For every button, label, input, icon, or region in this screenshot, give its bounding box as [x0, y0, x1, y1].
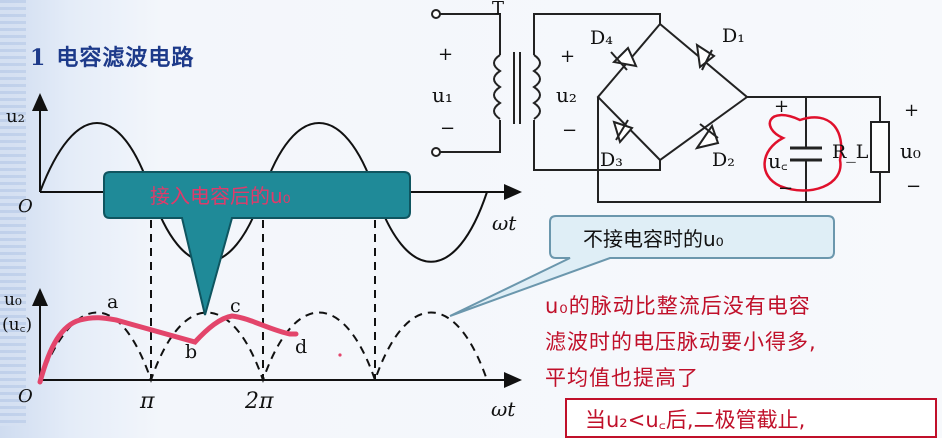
bottom-ylabel-2: (u꜀)	[2, 315, 32, 335]
u2-halfwave-1	[39, 122, 152, 193]
top-origin: O	[18, 196, 33, 217]
label-d1: D₁	[722, 25, 745, 47]
u1-label: u₁	[432, 83, 453, 107]
circuit-labels: T + u₁ − + u₂ − D₄ D₁ D₃ D₂ + u꜀ − R_L +…	[432, 0, 921, 199]
diode-d3	[612, 119, 634, 145]
uc-plus: +	[774, 96, 789, 117]
bottom-ylabel-1: u₀	[4, 290, 22, 310]
point-a: a	[107, 291, 118, 313]
u2-plus: +	[560, 46, 575, 67]
label-d4: D₄	[590, 27, 613, 49]
uc-minus: −	[778, 178, 793, 199]
period-markers	[150, 192, 376, 380]
primary-coil	[493, 54, 502, 120]
rl-label: R_L	[832, 141, 869, 163]
callout-with-capacitor: 接入电容后的u₀	[103, 171, 411, 316]
diode-d4	[610, 46, 638, 71]
u1-minus: −	[440, 118, 455, 139]
diode-d1	[695, 42, 716, 71]
load-resistor	[870, 121, 890, 173]
wire-secondary-top	[533, 13, 661, 55]
highlight-circle	[763, 113, 843, 192]
bottom-note-box: 当u₂<u꜀后,二极管截止,	[565, 398, 937, 438]
bottom-waveform: u₀ (u꜀) O ωt π 2π a b c d	[2, 288, 522, 421]
bottom-origin: O	[18, 386, 33, 407]
u1-plus: +	[438, 44, 453, 65]
point-b: b	[185, 341, 197, 363]
tick-pi: π	[139, 389, 155, 414]
diode-d2	[694, 123, 720, 150]
uo-label: u₀	[900, 139, 921, 163]
bottom-note-text: 当u₂<u꜀后,二极管截止,	[585, 408, 806, 432]
transformer-label: T	[492, 0, 504, 19]
uo-plus: +	[904, 100, 919, 121]
callout-teal-shape	[103, 171, 411, 316]
uo-minus: −	[906, 176, 921, 197]
u2-halfwave-4	[374, 191, 488, 263]
callout-with-capacitor-text: 接入电容后的u₀	[150, 184, 291, 208]
explanation-line-1: u₀的脉动比整流后没有电容	[545, 294, 811, 318]
callout-without-capacitor-text: 不接电容时的u₀	[583, 227, 724, 251]
label-d3: D₃	[600, 149, 623, 171]
circuit	[431, 9, 890, 203]
slide-title: 1 电容滤波电路	[30, 40, 194, 72]
callout-light-shape	[449, 215, 835, 317]
secondary-coil	[532, 54, 541, 120]
figure: u₂ O ωt u₀ (u꜀) O ωt π 2π a b c d	[2, 0, 921, 421]
wire-primary-top	[440, 13, 501, 55]
red-dot	[338, 353, 342, 357]
u2-label: u₂	[556, 83, 577, 107]
tick-two-pi: 2π	[244, 389, 274, 414]
top-ylabel: u₂	[6, 106, 25, 127]
uc-label: u꜀	[768, 149, 788, 173]
bridge-rectifier	[596, 22, 749, 162]
label-d2: D₂	[712, 149, 735, 171]
title-number: 1	[30, 45, 47, 71]
u2-halfwave-3	[262, 122, 376, 193]
side-stripe	[0, 0, 26, 426]
callout-without-capacitor: 不接电容时的u₀	[449, 215, 835, 317]
u2-minus: −	[562, 120, 577, 141]
point-d: d	[295, 336, 307, 358]
top-axis-label: ωt	[492, 211, 517, 235]
point-c: c	[230, 295, 241, 317]
terminal-top-left	[431, 9, 441, 19]
wire-primary-bottom	[440, 120, 501, 153]
bottom-axis-label: ωt	[491, 397, 516, 421]
explanation-line-2: 滤波时的电压脉动要小得多,	[545, 330, 817, 354]
filtered-output-curve	[37, 313, 299, 385]
wire-output-top	[747, 96, 881, 122]
title-text: 电容滤波电路	[56, 46, 195, 71]
terminal-bottom-left	[431, 147, 441, 157]
wire-output-bottom	[597, 97, 881, 203]
explanation-line-3: 平均值也提高了	[545, 366, 699, 390]
